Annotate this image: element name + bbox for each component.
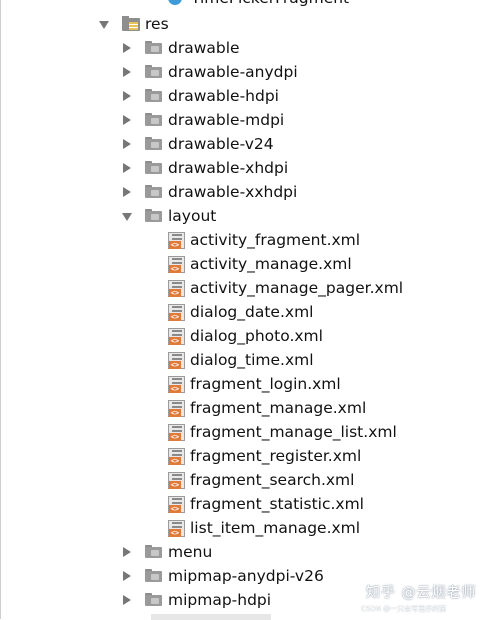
file-label: activity_manage_pager.xml — [190, 279, 404, 297]
tree-item-file[interactable]: <> fragment_manage.xml — [168, 396, 468, 420]
tree-item-layout[interactable]: layout — [122, 204, 423, 228]
tree-item-file[interactable]: <> fragment_search.xml — [168, 468, 468, 492]
file-label: fragment_register.xml — [190, 447, 362, 465]
tree-item-file[interactable]: <> fragment_statistic.xml — [168, 492, 468, 516]
tree-item-folder[interactable]: drawable-hdpi — [123, 84, 423, 108]
file-label: fragment_manage.xml — [190, 399, 367, 417]
file-label: fragment_statistic.xml — [190, 495, 364, 513]
xml-file-icon: <> — [168, 472, 185, 489]
xml-file-icon: <> — [168, 376, 185, 393]
folder-icon — [145, 113, 162, 126]
tree-item-label: drawable-mdpi — [168, 111, 285, 129]
tree-item-file[interactable]: <> list_item_manage.xml — [168, 516, 468, 540]
tree-item-label: layout — [168, 207, 217, 225]
tree-item-folder[interactable]: mipmap-hdpi — [123, 588, 423, 612]
tree-item-folder[interactable]: drawable-v24 — [123, 132, 423, 156]
file-label: dialog_date.xml — [190, 303, 314, 321]
xml-file-icon: <> — [168, 496, 185, 513]
tree-item-folder[interactable]: drawable-xhdpi — [123, 156, 423, 180]
tree-item-file[interactable]: <> fragment_manage_list.xml — [168, 420, 468, 444]
folder-icon — [145, 569, 162, 582]
watermark-small: CSDN @一只会写程序的猫 — [361, 605, 447, 613]
xml-file-icon: <> — [168, 256, 185, 273]
xml-file-icon: <> — [168, 400, 185, 417]
xml-file-icon: <> — [168, 328, 185, 345]
file-label: fragment_manage_list.xml — [190, 423, 397, 441]
java-class-icon — [168, 0, 182, 5]
file-label: activity_fragment.xml — [190, 231, 361, 249]
tree-item-file[interactable]: <> activity_manage.xml — [168, 252, 468, 276]
folder-icon — [145, 185, 162, 198]
collapse-arrow-icon[interactable] — [123, 571, 131, 581]
folder-icon — [145, 41, 162, 54]
tree-item-file[interactable]: <> activity_manage_pager.xml — [168, 276, 468, 300]
file-label: dialog_photo.xml — [190, 327, 323, 345]
tree-item-label: drawable-anydpi — [168, 63, 298, 81]
tree-item-label: res — [145, 15, 169, 33]
folder-icon — [145, 137, 162, 150]
collapse-arrow-icon[interactable] — [123, 43, 131, 53]
tree-item-label: drawable-xhdpi — [168, 159, 289, 177]
tree-item-file[interactable]: <> dialog_date.xml — [168, 300, 468, 324]
folder-icon — [145, 545, 162, 558]
xml-file-icon: <> — [168, 352, 185, 369]
folder-icon — [145, 161, 162, 174]
file-label: fragment_login.xml — [190, 375, 341, 393]
tree-item-label: drawable — [168, 39, 240, 57]
tree-item-label[interactable]: TimePickerFragment — [191, 0, 349, 10]
clipped-row — [151, 614, 271, 620]
file-label: activity_manage.xml — [190, 255, 352, 273]
watermark: 知乎 @云烟老师 — [366, 585, 477, 601]
expand-arrow-icon[interactable] — [99, 21, 109, 29]
folder-icon — [145, 209, 162, 222]
tree-item-file[interactable]: <> fragment_register.xml — [168, 444, 468, 468]
file-label: dialog_time.xml — [190, 351, 314, 369]
collapse-arrow-icon[interactable] — [123, 91, 131, 101]
collapse-arrow-icon[interactable] — [123, 187, 131, 197]
tree-item-folder[interactable]: drawable-xxhdpi — [123, 180, 423, 204]
tree-item-file[interactable]: <> dialog_time.xml — [168, 348, 468, 372]
tree-item-file[interactable]: <> dialog_photo.xml — [168, 324, 468, 348]
resources-folder-icon — [122, 16, 140, 32]
tree-item-label: drawable-v24 — [168, 135, 274, 153]
tree-item-label: mipmap-anydpi-v26 — [168, 567, 324, 585]
file-label: fragment_search.xml — [190, 471, 355, 489]
tree-item-label: menu — [168, 543, 213, 561]
collapse-arrow-icon[interactable] — [123, 595, 131, 605]
tree-item-label: mipmap-hdpi — [168, 591, 272, 609]
tree-item-file[interactable]: <> activity_fragment.xml — [168, 228, 468, 252]
tree-item-label: drawable-hdpi — [168, 87, 279, 105]
folder-icon — [145, 593, 162, 606]
tree-item-res[interactable]: res — [99, 12, 300, 36]
tree-item-folder[interactable]: drawable-mdpi — [123, 108, 423, 132]
xml-file-icon: <> — [168, 448, 185, 465]
file-label: list_item_manage.xml — [190, 519, 361, 537]
collapse-arrow-icon[interactable] — [123, 139, 131, 149]
collapse-arrow-icon[interactable] — [123, 67, 131, 77]
tree-item-folder[interactable]: drawable-anydpi — [123, 60, 423, 84]
tree-item-folder[interactable]: menu — [123, 540, 423, 564]
tree-item-file[interactable]: <> fragment_login.xml — [168, 372, 468, 396]
xml-file-icon: <> — [168, 424, 185, 441]
collapse-arrow-icon[interactable] — [123, 547, 131, 557]
expand-arrow-icon[interactable] — [122, 213, 132, 221]
xml-file-icon: <> — [168, 280, 185, 297]
folder-icon — [145, 89, 162, 102]
xml-file-icon: <> — [168, 304, 185, 321]
folder-icon — [145, 65, 162, 78]
tree-item-label: drawable-xxhdpi — [168, 183, 298, 201]
tree-item-folder[interactable]: drawable — [123, 36, 423, 60]
collapse-arrow-icon[interactable] — [123, 163, 131, 173]
xml-file-icon: <> — [168, 520, 185, 537]
collapse-arrow-icon[interactable] — [123, 115, 131, 125]
tree-item-folder[interactable]: mipmap-anydpi-v26 — [123, 564, 423, 588]
xml-file-icon: <> — [168, 232, 185, 249]
